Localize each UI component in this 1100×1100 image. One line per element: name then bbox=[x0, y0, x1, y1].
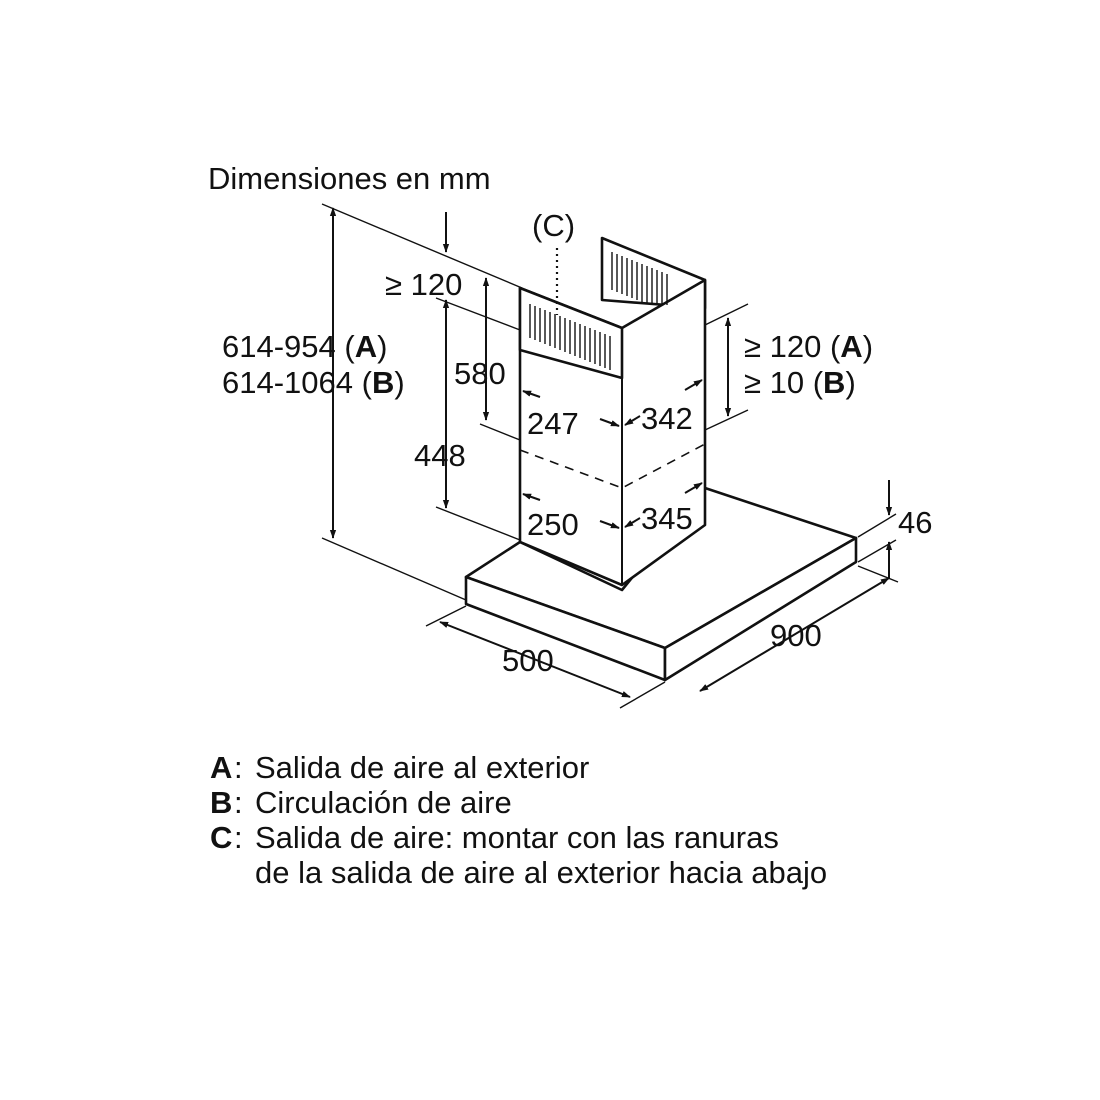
chimney-split-line bbox=[519, 443, 706, 489]
canopy-width: 900 bbox=[770, 618, 822, 653]
vent-slots-back bbox=[611, 252, 668, 305]
upper-depth-arrow-left bbox=[624, 415, 641, 426]
legend-key: B bbox=[210, 785, 233, 820]
lower-chimney-width: 250 bbox=[527, 507, 579, 542]
upper-chimney-width: 247 bbox=[527, 406, 579, 441]
side-gap-a: ≥ 120 (A) bbox=[744, 329, 873, 364]
ceiling-line bbox=[321, 203, 523, 289]
side-gap-b: ≥ 10 (B) bbox=[744, 365, 856, 400]
legend-colon: : bbox=[234, 785, 243, 820]
canopy-thickness: 46 bbox=[898, 505, 932, 540]
ceiling-gap: ≥ 120 bbox=[385, 267, 462, 302]
lower-depth-arrow-right bbox=[684, 482, 703, 494]
upper-chimney-depth: 342 bbox=[641, 401, 693, 436]
canopy-width-arrow bbox=[699, 577, 890, 692]
legend: A: Salida de aire al exterior B: Circulaci… bbox=[210, 750, 970, 890]
upper-chimney-height: 580 bbox=[454, 356, 506, 391]
total-height-base-line bbox=[321, 537, 467, 601]
lower-chimney-depth: 345 bbox=[641, 501, 693, 536]
width-ext-right bbox=[857, 565, 899, 583]
upper-chimney-height-ext bbox=[479, 423, 521, 441]
legend-colon: : bbox=[234, 820, 243, 855]
thickness-ext-bottom bbox=[857, 539, 897, 563]
chimney bbox=[518, 236, 707, 587]
total-height-b: 614-1064 (B) bbox=[222, 365, 405, 400]
canopy-depth-arrow bbox=[439, 621, 631, 698]
thickness-ext-top bbox=[857, 513, 897, 538]
vent-label: (C) bbox=[532, 208, 575, 243]
legend-item-c-continuation: de la salida de aire al exterior hacia a… bbox=[255, 855, 828, 890]
total-height-a: 614-954 (A) bbox=[222, 329, 387, 364]
legend-key: C bbox=[210, 820, 233, 855]
upper-depth-arrow-right bbox=[684, 379, 703, 391]
legend-text: Circulación de aire bbox=[255, 785, 512, 820]
depth-ext-right bbox=[619, 681, 666, 709]
legend-text: Salida de aire al exterior bbox=[255, 750, 590, 785]
lower-depth-arrow-left bbox=[624, 517, 641, 528]
legend-item-a: A: Salida de aire al exterior bbox=[210, 750, 970, 785]
hood-dimension-drawing: Dimensiones en mm bbox=[208, 161, 932, 709]
side-gap-ext-top bbox=[704, 303, 749, 326]
lower-chimney-height-ext bbox=[435, 506, 521, 541]
legend-key: A bbox=[210, 750, 233, 785]
canopy-depth: 500 bbox=[502, 643, 554, 678]
legend-item-b: B: Circulación de aire bbox=[210, 785, 970, 820]
depth-ext-left bbox=[425, 605, 467, 627]
legend-item-c: C: Salida de aire: montar con las ranuras bbox=[210, 820, 970, 855]
upper-width-arrow-left bbox=[522, 390, 541, 398]
lower-width-arrow-right bbox=[599, 520, 620, 529]
lower-chimney-height-top-ext bbox=[435, 297, 521, 331]
legend-text: Salida de aire: montar con las ranuras bbox=[255, 820, 779, 855]
legend-colon: : bbox=[234, 750, 243, 785]
lower-chimney-height: 448 bbox=[414, 438, 466, 473]
lower-width-arrow-left bbox=[522, 493, 541, 501]
side-gap-ext-bottom bbox=[704, 409, 749, 431]
drawing-title: Dimensiones en mm bbox=[208, 161, 491, 196]
vent-slots-front bbox=[529, 304, 611, 370]
upper-width-arrow-right bbox=[599, 418, 620, 427]
